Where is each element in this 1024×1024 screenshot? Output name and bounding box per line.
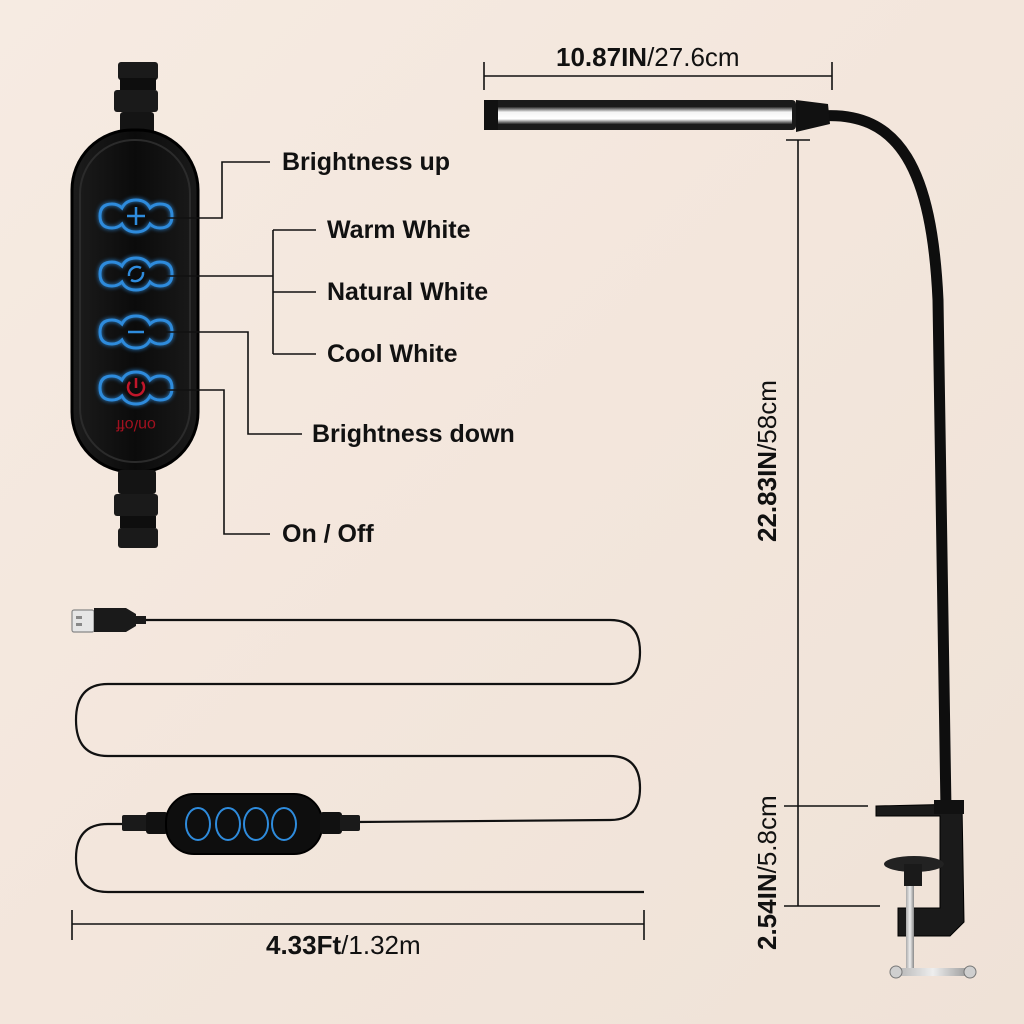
- lamp-head: [484, 100, 830, 132]
- dim-cable-length: 4.33Ft/1.32m: [266, 930, 421, 960]
- dim-arm-height: 22.83IN/58cm: [752, 380, 782, 542]
- controller-bottom-connector: [114, 470, 158, 548]
- minus-icon: [98, 314, 174, 350]
- dim-head-width: 10.87IN/27.6cm: [556, 42, 740, 72]
- head-dimension-line: [483, 62, 833, 90]
- label-warm-white: Warm White: [327, 216, 471, 244]
- label-cool-white: Cool White: [327, 340, 458, 368]
- label-brightness-up: Brightness up: [282, 148, 451, 176]
- controller-large: on/off: [70, 62, 200, 548]
- cycle-icon: [98, 256, 174, 292]
- label-on-off: On / Off: [282, 520, 374, 548]
- label-natural-white: Natural White: [327, 278, 489, 306]
- arm-dimension-line: [784, 139, 868, 807]
- power-text: on/off: [116, 416, 156, 433]
- dim-clamp-opening: 2.54IN/5.8cm: [752, 795, 782, 950]
- lamp-clamp: [875, 800, 977, 979]
- label-brightness-down: Brightness down: [312, 420, 515, 448]
- lamp: [484, 100, 977, 979]
- plus-icon: [98, 198, 174, 234]
- usb-cable: [74, 618, 644, 894]
- leader-lines: [166, 161, 316, 535]
- lamp-arm: [814, 110, 952, 816]
- cable-dimension-line: [71, 910, 645, 940]
- controller-top-connector: [114, 62, 158, 136]
- controller-small: [122, 793, 360, 855]
- clamp-dimension-line: [784, 806, 880, 907]
- power-icon: [98, 370, 174, 406]
- usb-plug-icon: [71, 608, 146, 633]
